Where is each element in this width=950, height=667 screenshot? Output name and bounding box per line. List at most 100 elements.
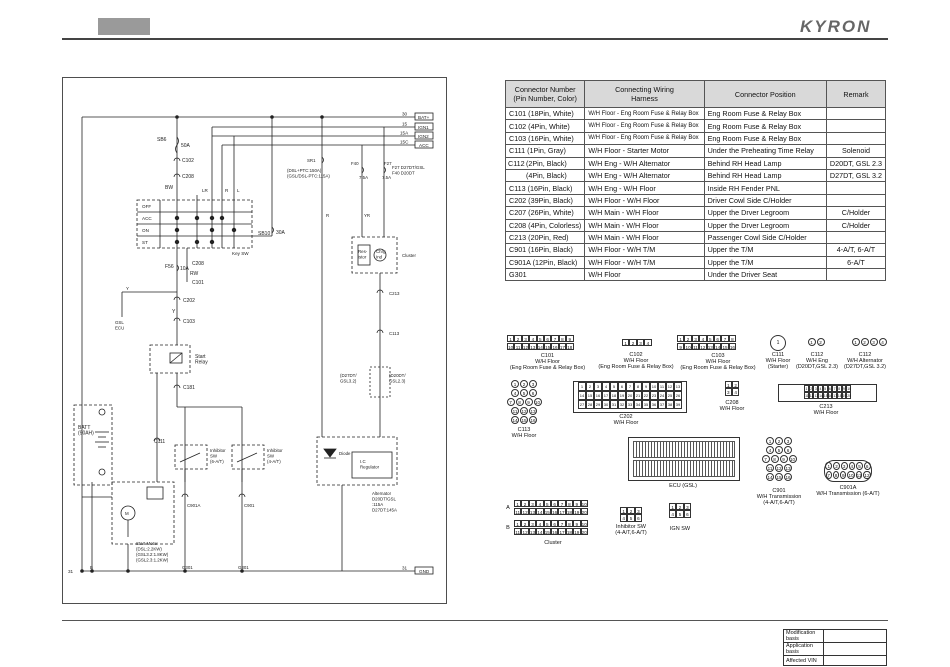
connector-pin: 15 — [543, 508, 551, 516]
start-motor — [111, 481, 175, 545]
connector-pin: 25 — [666, 391, 674, 400]
connector-pin: 20 — [846, 392, 852, 399]
c102-caption: C102 W/H Floor (Eng Room Fuse & Relay Bo… — [598, 352, 674, 370]
connector-pin: 3 — [529, 379, 537, 388]
connector-pin: 35 — [642, 400, 650, 409]
connector-pin: 12 — [775, 463, 783, 472]
table-row: C103 (16Pin, White)W/H Floor - Eng Room … — [504, 131, 887, 146]
col-position: Connector Position — [703, 80, 827, 108]
connector-pin: 2 — [521, 500, 529, 508]
connector-pin: 11 — [804, 392, 809, 399]
batt-label: BATT(90AH) — [78, 425, 94, 437]
connector-pin: 3 — [813, 385, 819, 392]
connector-pin: 13 — [813, 392, 819, 399]
connector-pin: 30 — [602, 400, 610, 409]
connector-pin: 1 — [724, 381, 732, 389]
table-row: C208 (4Pin, Colorless)W/H Main - W/H Flo… — [504, 218, 887, 232]
connector-pin: 13 — [528, 508, 537, 516]
connector-pin: 15 — [721, 343, 729, 351]
sr1-note: (DSL+PTC:150A)(GSL/DSL-PTC:115A) — [287, 168, 330, 179]
start-motor-label: Start Motor(DSL:2.2KW)(GSL3.2:1.8KW)(GSL… — [136, 541, 169, 563]
c112b-caption: C112 W/H Alternator (D27DT,GSL 3.2) — [844, 352, 886, 370]
connector-pin: 2 — [833, 461, 840, 470]
connector-pin: 8 — [565, 520, 574, 528]
c111-face: 1 — [770, 335, 786, 351]
connector-pin: 29 — [594, 400, 602, 409]
battery — [73, 404, 113, 486]
connector-pin: 4 — [511, 388, 519, 397]
connector-pin: 9 — [840, 470, 847, 479]
c111-label: C111 — [154, 439, 165, 445]
connector-pin: 8 — [515, 397, 524, 406]
keysw-col-l: L — [237, 188, 240, 193]
connector-pin: 33 — [626, 400, 634, 409]
table-row: C102 (4Pin, White)W/H Floor - Eng Room F… — [504, 119, 887, 133]
rail-bat: BAT+ — [418, 115, 430, 120]
connector-pin: 11 — [514, 508, 522, 516]
connector-pin: 19 — [573, 528, 581, 536]
connector-pin: 8 — [558, 335, 567, 343]
ign-caption: IGN SW — [669, 526, 691, 532]
c208-label: C208 — [182, 174, 194, 180]
connector-pin: 16 — [728, 343, 737, 351]
connector-pin: 4 — [644, 339, 652, 347]
connector-pin: 1 — [766, 436, 774, 445]
connector-pin: 7 — [761, 454, 770, 463]
connector-pin: 16 — [551, 343, 559, 351]
alternator — [316, 436, 398, 486]
connector-pin: 5 — [520, 388, 528, 397]
connector-pin: 4 — [732, 388, 740, 396]
connector-pin: 7 — [558, 520, 566, 528]
connector-pin: 1 — [677, 335, 685, 343]
connector-pin: 18 — [836, 392, 842, 399]
keysw-st: ST — [142, 240, 148, 245]
connector-pin: 14 — [536, 343, 544, 351]
connector-pin: 4 — [602, 382, 610, 391]
c208-lower-label: C208 — [192, 261, 204, 267]
connector-pin: 3 — [691, 335, 700, 343]
connector-pin: 10 — [847, 470, 855, 479]
connector-pin: 15 — [543, 343, 552, 351]
keysw-label: Key SW — [232, 251, 249, 256]
connector-pin: 11 — [855, 470, 863, 479]
cluster — [351, 236, 398, 274]
connector-pin: 3 — [784, 436, 792, 445]
connector-pin: 24 — [658, 391, 666, 400]
connector-pin: 16 — [529, 415, 537, 424]
power-rails — [82, 112, 434, 575]
connector-pin: 3 — [521, 335, 530, 343]
inhibitor-switch-4at — [231, 444, 265, 470]
connector-pin: 7 — [721, 335, 729, 343]
rail-num-15c: 15C — [400, 140, 409, 145]
sr1-label: SR1 — [307, 158, 316, 163]
connector-pin: 12 — [521, 528, 529, 536]
connector-pin: 6 — [683, 510, 692, 518]
connector-pin: 15 — [543, 528, 551, 536]
wire-b-bottom: B — [90, 565, 93, 570]
c112a-caption: C112 W/H Eng (D20DT,GSL 2.3) — [796, 352, 838, 370]
connector-pin: 10 — [846, 385, 852, 392]
connector-pin: 16 — [550, 528, 559, 536]
rev-affected-vin: Affected VIN — [783, 655, 824, 666]
rail-acc: ACC — [419, 143, 429, 148]
c113-caption: C113 W/H Floor — [511, 427, 537, 439]
wire-y-label: Y — [172, 309, 176, 315]
connector-pin: 1 — [507, 335, 515, 343]
connector-pin: 21 — [634, 391, 642, 400]
c901-label: C901 — [244, 503, 255, 508]
connector-pin: 19 — [841, 392, 847, 399]
rail-num-30: 30 — [402, 112, 408, 117]
connector-pin: 9 — [841, 385, 847, 392]
